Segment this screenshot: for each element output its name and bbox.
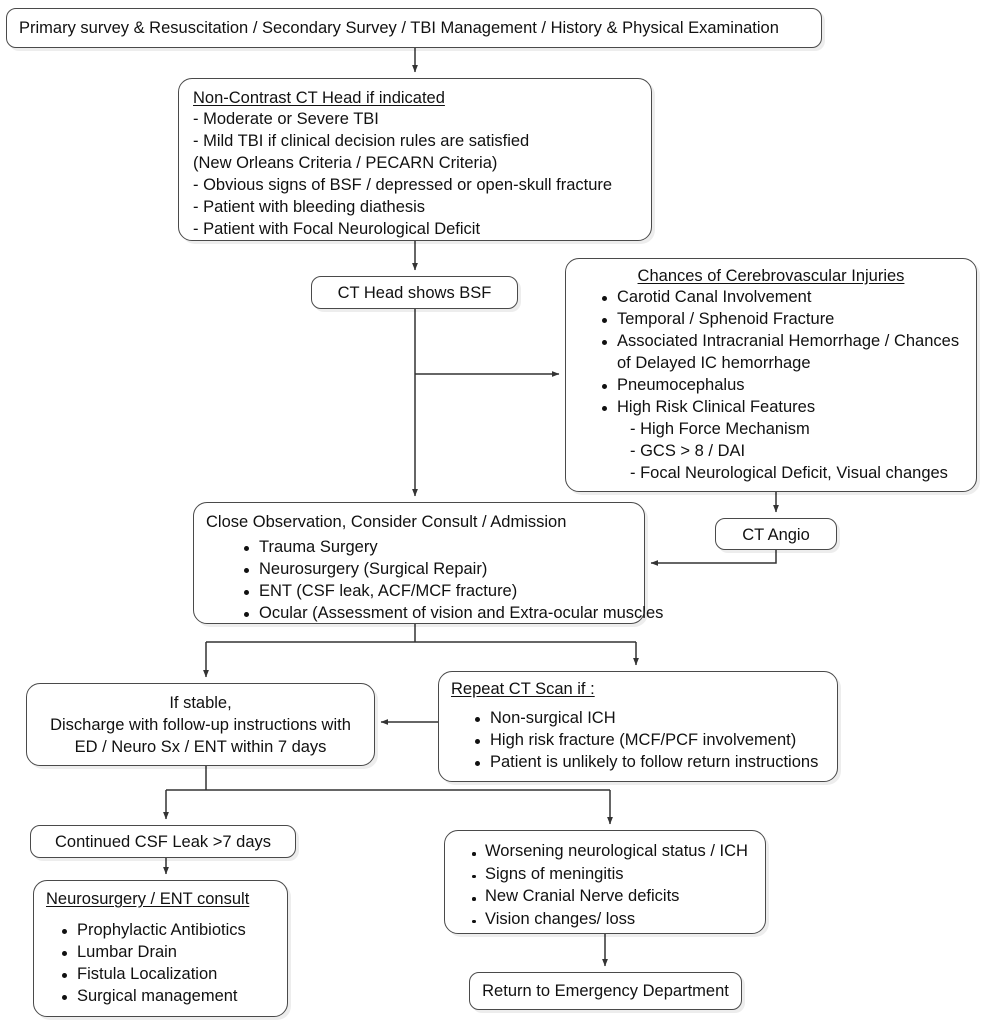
node-discharge-instructions[interactable]: If stable, Discharge with follow-up inst…	[26, 683, 375, 766]
node-continued-csf-leak[interactable]: Continued CSF Leak >7 days	[30, 825, 296, 858]
node-close-observation[interactable]: Close Observation, Consider Consult / Ad…	[193, 502, 663, 625]
close-observation-title: Close Observation, Consider Consult / Ad…	[206, 513, 567, 531]
list-item: Ocular (Assessment of vision and Extra-o…	[242, 603, 663, 625]
worsening-list: Worsening neurological status / ICH Sign…	[469, 840, 753, 930]
primary-survey-text: Primary survey & Resuscitation / Seconda…	[19, 19, 779, 37]
list-item: New Cranial Nerve deficits	[469, 885, 753, 908]
list-item: Vision changes/ loss	[469, 908, 753, 931]
list-item: High Risk Clinical Features	[600, 397, 964, 419]
list-item: (New Orleans Criteria / PECARN Criteria)	[193, 154, 498, 173]
cerebrovascular-title: Chances of Cerebrovascular Injuries	[637, 267, 905, 285]
ct-head-bsf-text: CT Head shows BSF	[337, 284, 492, 302]
sub-list-item: - High Force Mechanism	[630, 420, 810, 439]
node-cerebrovascular-injuries[interactable]: Chances of Cerebrovascular Injuries Caro…	[565, 258, 977, 492]
list-item: Temporal / Sphenoid Fracture	[600, 309, 964, 331]
list-item: - Patient with Focal Neurological Defici…	[193, 220, 481, 239]
close-observation-list: Trauma Surgery Neurosurgery (Surgical Re…	[242, 537, 663, 625]
neuro-ent-list: Prophylactic Antibiotics Lumbar Drain Fi…	[60, 920, 275, 1008]
list-item: Neurosurgery (Surgical Repair)	[242, 559, 632, 581]
list-item: - Obvious signs of BSF / depressed or op…	[193, 176, 613, 195]
node-ct-angio[interactable]: CT Angio	[715, 518, 837, 550]
list-item: Associated Intracranial Hemorrhage / Cha…	[600, 331, 964, 353]
list-item: - Mild TBI if clinical decision rules ar…	[193, 132, 530, 151]
list-item: Carotid Canal Involvement	[600, 287, 964, 309]
sub-list-item: - Focal Neurological Deficit, Visual cha…	[630, 463, 948, 482]
discharge-line-3: ED / Neuro Sx / ENT within 7 days	[74, 738, 327, 757]
list-item: Prophylactic Antibiotics	[60, 920, 275, 942]
sub-list-item: - GCS > 8 / DAI	[630, 442, 746, 460]
ct-indicated-list: - Moderate or Severe TBI - Mild TBI if c…	[193, 109, 637, 241]
list-item: - Patient with bleeding diathesis	[193, 198, 426, 217]
list-item: Surgical management	[60, 986, 275, 1008]
ct-angio-text: CT Angio	[742, 526, 810, 544]
node-ct-head-shows-bsf[interactable]: CT Head shows BSF	[311, 276, 518, 309]
return-ed-text: Return to Emergency Department	[482, 982, 729, 1000]
node-return-to-ed[interactable]: Return to Emergency Department	[469, 972, 742, 1010]
list-item: - Moderate or Severe TBI	[193, 110, 379, 129]
list-item: High risk fracture (MCF/PCF involvement)	[473, 730, 825, 752]
discharge-line-1: If stable,	[169, 694, 232, 712]
ct-indicated-title: Non-Contrast CT Head if indicated	[193, 89, 445, 107]
node-repeat-ct-scan[interactable]: Repeat CT Scan if : Non-surgical ICH Hig…	[438, 671, 838, 782]
list-item: Patient is unlikely to follow return ins…	[473, 752, 825, 774]
list-item-continuation: of Delayed IC hemorrhage	[617, 354, 811, 373]
node-worsening-status[interactable]: Worsening neurological status / ICH Sign…	[444, 830, 766, 934]
list-item: Lumbar Drain	[60, 942, 275, 964]
list-item: Pneumocephalus	[600, 375, 964, 397]
list-item: Non-surgical ICH	[473, 708, 825, 730]
node-primary-survey[interactable]: Primary survey & Resuscitation / Seconda…	[6, 8, 822, 48]
list-item: Worsening neurological status / ICH	[469, 840, 753, 863]
discharge-line-2: Discharge with follow-up instructions wi…	[50, 716, 351, 735]
node-neurosurgery-ent-consult[interactable]: Neurosurgery / ENT consult Prophylactic …	[33, 880, 288, 1017]
list-item: Signs of meningitis	[469, 863, 753, 886]
repeat-ct-list: Non-surgical ICH High risk fracture (MCF…	[473, 708, 825, 774]
list-item: Fistula Localization	[60, 964, 275, 986]
repeat-ct-title: Repeat CT Scan if :	[451, 680, 595, 698]
cerebrovascular-list: Carotid Canal Involvement Temporal / Sph…	[600, 287, 964, 484]
list-item: Trauma Surgery	[242, 537, 632, 559]
node-ct-head-if-indicated[interactable]: Non-Contrast CT Head if indicated - Mode…	[178, 78, 652, 241]
neuro-ent-title: Neurosurgery / ENT consult	[46, 890, 250, 908]
csf-leak-text: Continued CSF Leak >7 days	[54, 833, 271, 851]
list-item: ENT (CSF leak, ACF/MCF fracture)	[242, 581, 632, 603]
edge-ctangio-to-closeobs	[650, 550, 777, 567]
